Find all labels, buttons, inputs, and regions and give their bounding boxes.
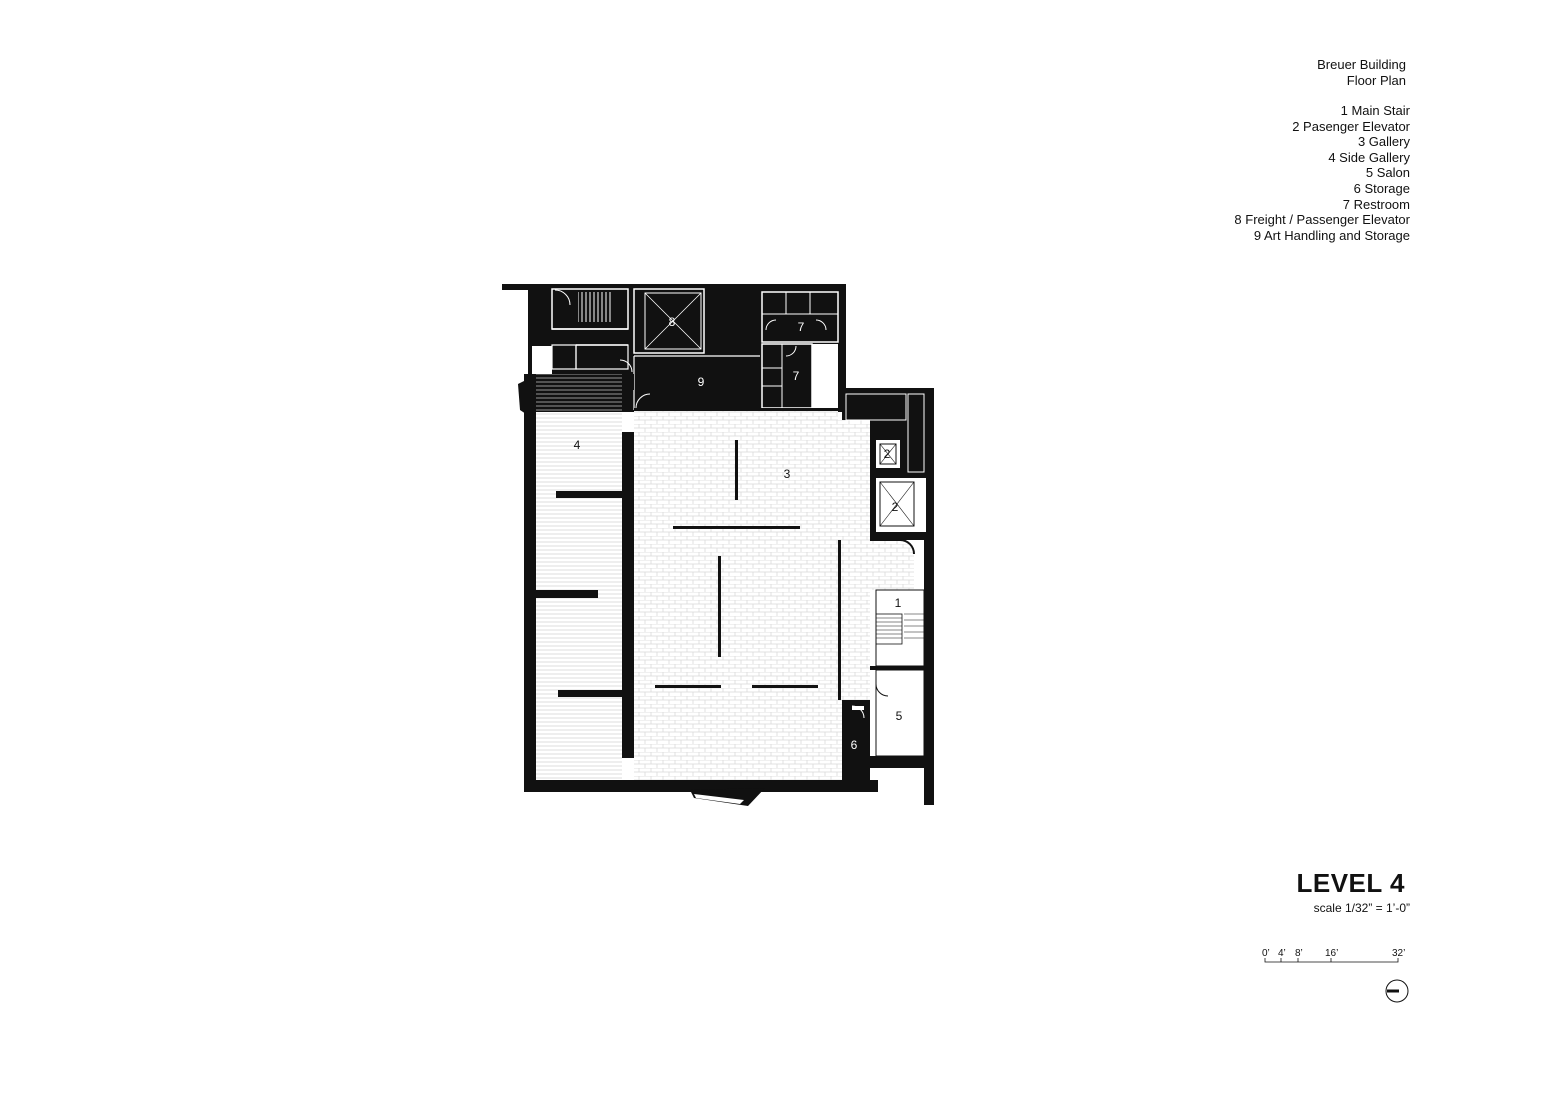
room-label-storage: 6 bbox=[851, 738, 858, 752]
room-label-passenger-elevator: 2 bbox=[892, 500, 899, 514]
drawing-type: Floor Plan bbox=[1346, 73, 1406, 88]
side-gallery bbox=[518, 374, 634, 792]
main-gallery bbox=[524, 408, 878, 806]
room-labels: 1 2 2 3 4 5 6 7 7 8 9 bbox=[574, 315, 903, 752]
scale-text: scale 1/32” = 1’-0” bbox=[1313, 901, 1410, 915]
scale-tick: 4’ bbox=[1278, 948, 1286, 959]
legend-item: 5 Salon bbox=[1365, 165, 1410, 181]
north-arrow-icon bbox=[1385, 979, 1409, 1003]
room-label-main-stair: 1 bbox=[895, 596, 902, 610]
legend-item: 8 Freight / Passenger Elevator bbox=[1234, 212, 1410, 228]
room-label-salon: 5 bbox=[896, 709, 903, 723]
room-legend: 1 Main Stair 2 Pasenger Elevator 3 Galle… bbox=[1234, 103, 1410, 243]
east-core bbox=[842, 388, 934, 805]
room-label-freight-elevator: 8 bbox=[669, 315, 676, 329]
title-block: Breuer Building Floor Plan bbox=[1317, 57, 1406, 89]
scale-tick: 0’ bbox=[1262, 948, 1270, 959]
room-label-small-elevator: 2 bbox=[884, 447, 891, 461]
scale-tick: 8’ bbox=[1295, 948, 1303, 959]
scale-tick: 32’ bbox=[1392, 948, 1405, 959]
legend-item: 6 Storage bbox=[1353, 180, 1410, 196]
level-title: LEVEL 4 bbox=[1296, 868, 1405, 898]
room-label-restroom-north: 7 bbox=[798, 320, 805, 334]
legend-item: 9 Art Handling and Storage bbox=[1253, 227, 1410, 243]
scale-tick: 16’ bbox=[1325, 948, 1338, 959]
room-label-art-handling: 9 bbox=[698, 375, 705, 389]
scale-bar: 0’ 4’ 8’ 16’ 32’ bbox=[1262, 948, 1405, 963]
legend-item: 7 Restroom bbox=[1342, 196, 1410, 212]
legend-item: 1 Main Stair bbox=[1340, 103, 1410, 118]
room-label-restroom-south: 7 bbox=[793, 369, 800, 383]
legend-item: 3 Gallery bbox=[1357, 134, 1410, 150]
room-label-side-gallery: 4 bbox=[574, 438, 581, 452]
building-name: Breuer Building bbox=[1317, 57, 1406, 72]
legend-item: 2 Pasenger Elevator bbox=[1292, 118, 1410, 134]
legend-item: 4 Side Gallery bbox=[1328, 149, 1410, 165]
room-label-gallery: 3 bbox=[784, 467, 791, 481]
